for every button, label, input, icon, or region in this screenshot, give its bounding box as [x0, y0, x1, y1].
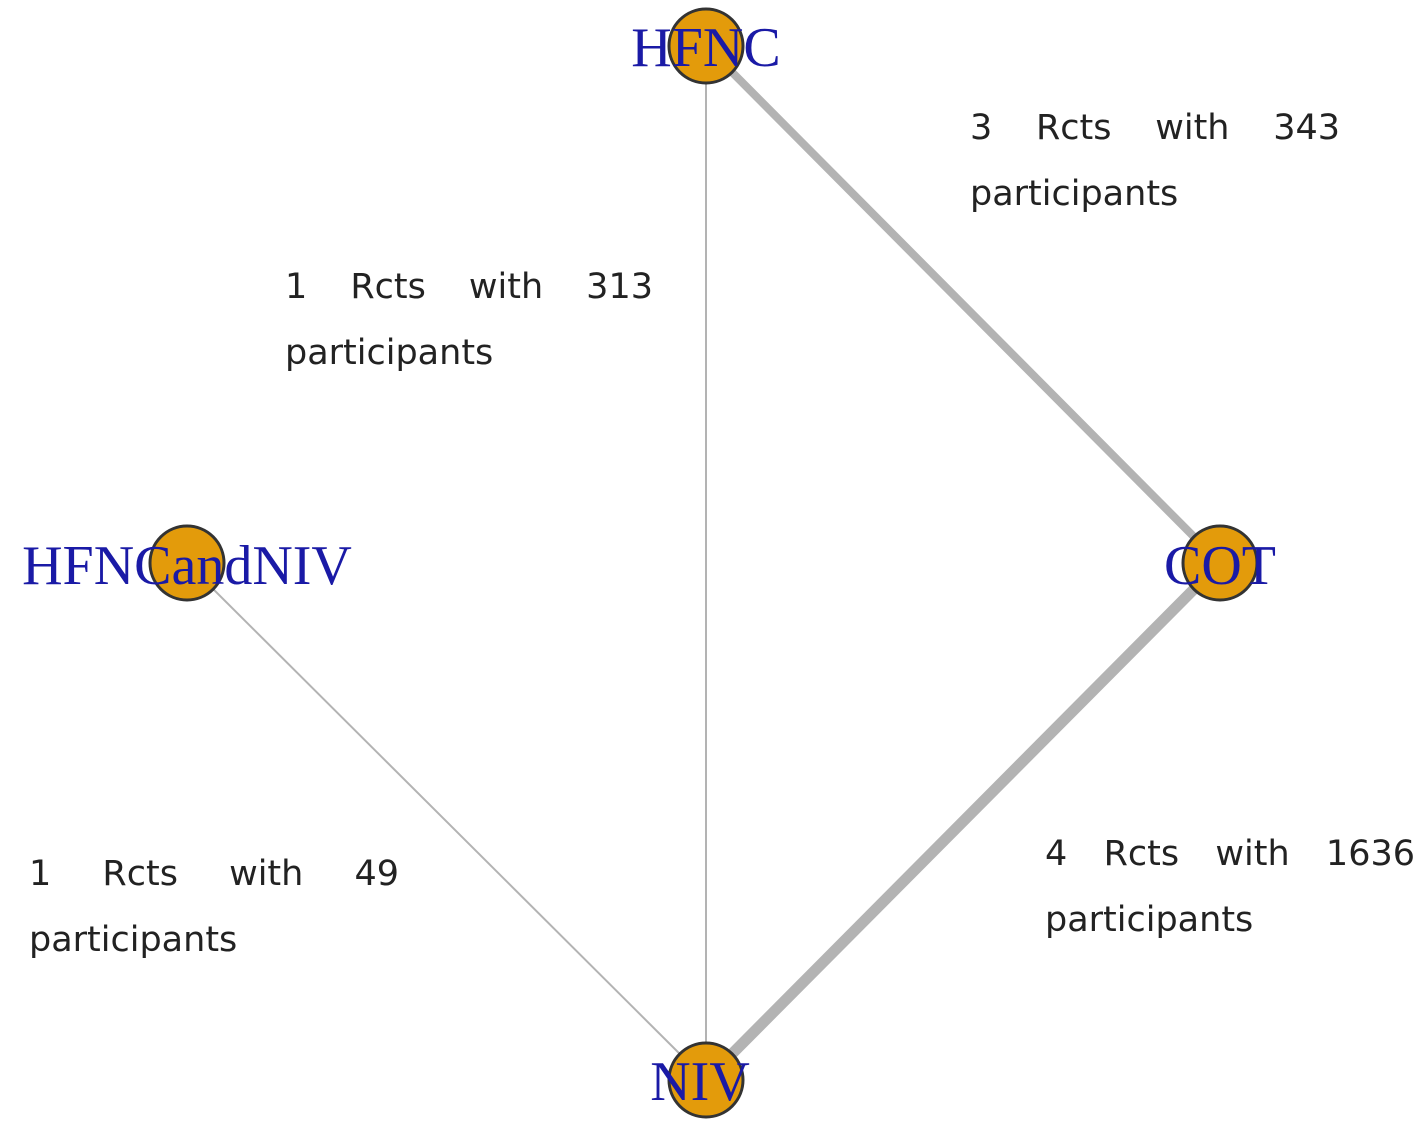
edge-label-line1: 1 Rcts with 49	[29, 841, 399, 907]
edge-label-line2: participants	[1045, 900, 1254, 940]
edge-label-hfnc-niv: 1 Rcts with 313 participants	[285, 254, 653, 386]
edge-label-word: 4	[1045, 834, 1068, 874]
edge-label-word: 1	[285, 267, 308, 307]
node-cot	[1181, 524, 1259, 602]
edge-label-line2: participants	[970, 174, 1179, 214]
edge-label-word: Rcts	[1103, 834, 1180, 874]
edge-cot-niv	[702, 559, 1224, 1084]
edge-label-word: with	[1215, 834, 1290, 874]
edge-label-word: 1	[29, 854, 52, 894]
node-niv	[667, 1041, 745, 1119]
edge-label-word: 343	[1273, 108, 1340, 148]
edge-label-line1: 1 Rcts with 313	[285, 254, 653, 320]
edge-label-word: Rcts	[1035, 108, 1112, 148]
edge-hfnc-cot	[703, 43, 1223, 566]
node-label-niv: NIV	[650, 1051, 750, 1113]
edge-label-word: 313	[586, 267, 653, 307]
edge-hfncandniv-niv	[186, 562, 707, 1081]
edge-label-line2: participants	[29, 920, 238, 960]
node-label-cot: COT	[1164, 535, 1276, 597]
edge-label-line2: participants	[285, 333, 494, 373]
edge-label-word: with	[229, 854, 304, 894]
edge-label-word: 3	[970, 108, 993, 148]
node-label-hfnc: HFNC	[631, 17, 780, 79]
node-label-hfncandniv: HFNCandNIV	[22, 535, 352, 597]
edge-label-word: Rcts	[350, 267, 426, 307]
edge-label-word: Rcts	[102, 854, 178, 894]
edge-label-line1: 3 Rcts with 343	[970, 95, 1340, 161]
edge-label-cot-niv: 4 Rcts with 1636 participants	[1045, 821, 1415, 953]
edge-label-word: with	[1155, 108, 1230, 148]
node-hfncandniv	[148, 524, 226, 602]
edge-label-word: with	[468, 267, 544, 307]
edge-label-hfncandniv-niv: 1 Rcts with 49 participants	[29, 841, 399, 973]
edge-label-word: 49	[354, 854, 399, 894]
edge-label-word: 1636	[1325, 834, 1415, 874]
edge-label-hfnc-cot: 3 Rcts with 343 participants	[970, 95, 1340, 227]
edge-label-line1: 4 Rcts with 1636	[1045, 821, 1415, 887]
node-hfnc	[667, 7, 745, 85]
